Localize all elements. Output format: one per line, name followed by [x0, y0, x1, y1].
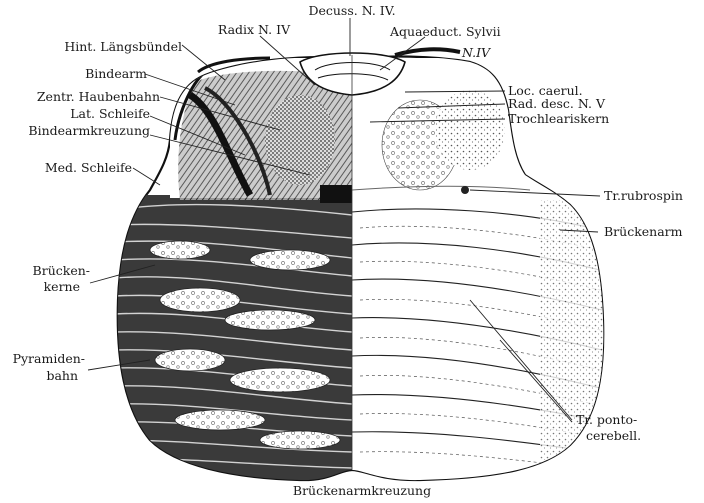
- label-zentr-haubenbahn: Zentr. Haubenbahn: [37, 89, 160, 104]
- label-n-iv: N.IV: [461, 45, 492, 60]
- label-tr-ponto-2: cerebell.: [586, 428, 641, 443]
- label-lat-schleife: Lat. Schleife: [70, 106, 150, 121]
- label-brucken-kerne-1: Brücken-: [33, 263, 90, 278]
- label-pyramiden-1: Pyramiden-: [13, 351, 85, 366]
- label-bindearm: Bindearm: [85, 66, 147, 81]
- label-rad-desc: Rad. desc. N. V: [508, 96, 606, 111]
- label-med-schleife: Med. Schleife: [45, 160, 132, 175]
- label-decuss: Decuss. N. IV.: [308, 3, 395, 18]
- label-tr-ponto-1: Tr. ponto-: [576, 412, 637, 427]
- label-aquaeduct: Aquaeduct. Sylvii: [389, 24, 501, 39]
- label-brucken-kerne-2: kerne: [44, 279, 80, 294]
- label-radix: Radix N. IV: [218, 22, 291, 37]
- figure-caption: Brückenarmkreuzung: [293, 483, 431, 498]
- label-bruckenarm: Brückenarm: [604, 224, 683, 239]
- label-pyramiden-2: bahn: [46, 368, 78, 383]
- label-bindearmkreuzung: Bindearmkreuzung: [28, 123, 150, 138]
- label-trochleariskern: Trochleariskern: [508, 111, 609, 126]
- label-tr-rubrospin: Tr.rubrospin: [604, 188, 683, 203]
- label-hint-langsbundel: Hint. Längsbündel: [64, 39, 182, 54]
